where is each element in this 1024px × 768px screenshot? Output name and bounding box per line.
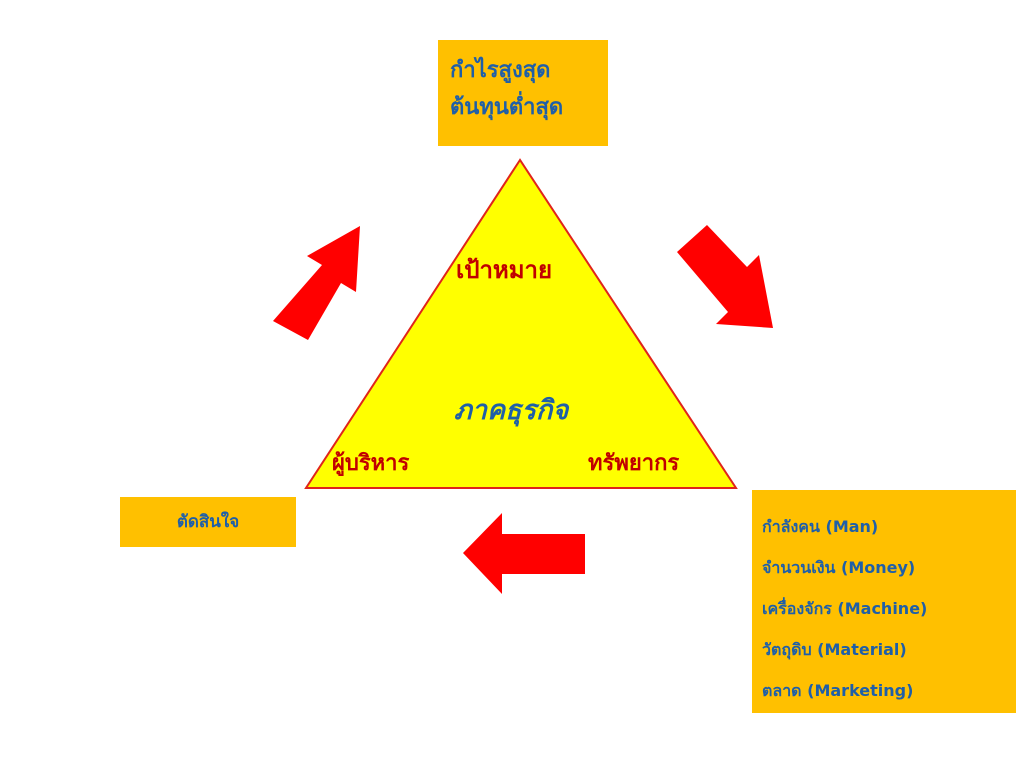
decision-box: ตัดสินใจ bbox=[120, 497, 296, 547]
business-triangle bbox=[304, 158, 738, 489]
resource-man: กำลังคน (Man) bbox=[762, 517, 879, 536]
triangle-center-label: ภาคธุรกิจ bbox=[454, 395, 569, 426]
triangle-right-label: ทรัพยากร bbox=[588, 450, 680, 476]
arrow-down-right-icon bbox=[677, 225, 773, 328]
arrow-up-right-icon bbox=[273, 226, 360, 340]
resource-marketing: ตลาด (Marketing) bbox=[762, 681, 914, 700]
arrow-left-icon bbox=[463, 513, 585, 594]
resource-machine: เครื่องจักร (Machine) bbox=[762, 599, 928, 618]
resources-box: กำลังคน (Man) จำนวนเงิน (Money) เครื่องจ… bbox=[752, 490, 1016, 713]
decision-text: ตัดสินใจ bbox=[176, 512, 240, 532]
triangle-top-label: เป้าหมาย bbox=[456, 255, 553, 284]
goal-line-profit: กำไรสูงสุด bbox=[450, 58, 551, 83]
goal-box: กำไรสูงสุด ต้นทุนต่ำสุด bbox=[438, 40, 608, 146]
triangle-left-label: ผู้บริหาร bbox=[332, 450, 410, 476]
resource-money: จำนวนเงิน (Money) bbox=[762, 558, 916, 577]
goal-line-cost: ต้นทุนต่ำสุด bbox=[450, 95, 564, 120]
resource-material: วัตถุดิบ (Material) bbox=[762, 640, 907, 659]
